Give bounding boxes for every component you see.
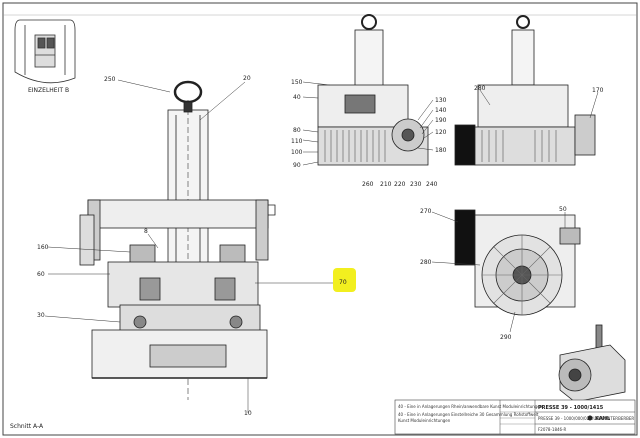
label-280-top: 280 — [474, 85, 486, 92]
label-60: 60 — [37, 271, 45, 278]
brand-name: KAHL — [595, 416, 611, 422]
top-view-right — [454, 15, 596, 166]
label-20: 20 — [243, 75, 251, 82]
highlight-marker — [333, 268, 356, 292]
isometric-view — [558, 324, 626, 403]
label-290: 290 — [500, 334, 512, 341]
label-160: 160 — [37, 244, 49, 251]
section-label: Schnitt A-A — [10, 423, 44, 430]
drawing-title: PRESSE 39 - 1000/1415 — [538, 405, 604, 411]
label-40: 40 — [293, 94, 301, 101]
top-view-left — [317, 14, 429, 166]
label-8: 8 — [144, 228, 148, 235]
label-110: 110 — [291, 138, 303, 145]
label-140: 140 — [435, 107, 447, 114]
label-190: 190 — [435, 117, 447, 124]
label-210: 210 — [380, 181, 392, 188]
label-70-highlighted: 70 — [339, 279, 347, 286]
front-view — [454, 209, 581, 316]
title-note-2: 40 - Eine in Anlagerungen Einstellreiche… — [398, 412, 539, 417]
label-230: 230 — [410, 181, 422, 188]
label-150: 150 — [291, 79, 303, 86]
front-leaders — [431, 211, 566, 333]
label-250: 250 — [104, 76, 116, 83]
label-220: 220 — [394, 181, 406, 188]
label-180: 180 — [435, 147, 447, 154]
title-note-3: Kunst Moduleinrichtungen — [398, 418, 451, 423]
kahl-logo: KAHL — [587, 415, 611, 422]
drawing-subtitle: PRESSE 39 - 1000/000/02 RUMPFUNTERBERBER — [538, 416, 634, 421]
title-note-1: 40 - Eine in Anlagerungen Rhein/anwendba… — [398, 404, 543, 409]
detail-b-label: EINZELHEIT B — [28, 87, 69, 94]
label-90: 90 — [293, 162, 301, 169]
label-30: 30 — [37, 312, 45, 319]
label-280: 280 — [420, 259, 432, 266]
top-leaders — [302, 81, 599, 166]
title-block — [394, 399, 636, 435]
label-270: 270 — [420, 208, 432, 215]
label-10: 10 — [244, 410, 252, 417]
label-120: 120 — [435, 129, 447, 136]
section-leaders — [44, 79, 333, 413]
label-80: 80 — [293, 127, 301, 134]
label-260: 260 — [362, 181, 374, 188]
label-100: 100 — [291, 149, 303, 156]
label-170: 170 — [592, 87, 604, 94]
label-240: 240 — [426, 181, 438, 188]
section-view — [79, 80, 276, 400]
detail-b-view — [14, 19, 76, 84]
label-50: 50 — [559, 206, 567, 213]
label-130: 130 — [435, 97, 447, 104]
drawing-number: F2078-1846-R — [538, 427, 567, 432]
